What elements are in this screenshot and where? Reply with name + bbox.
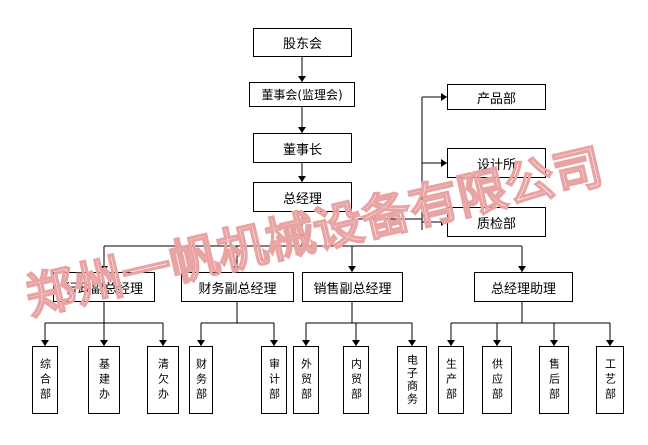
node-admin-vp: 行政副总经理 xyxy=(53,272,155,302)
node-process-dept: 工艺部 xyxy=(596,346,624,414)
node-construction-office: 基建办 xyxy=(88,346,120,414)
node-general-office: 综合部 xyxy=(32,346,58,414)
node-foreign-trade: 外贸部 xyxy=(293,346,319,414)
node-supply-dept: 供应部 xyxy=(482,346,512,414)
node-gm-assistant: 总经理助理 xyxy=(474,272,573,302)
node-label: 审计部 xyxy=(267,357,281,403)
node-label: 生产部 xyxy=(444,357,458,403)
node-finance-vp: 财务副总经理 xyxy=(181,272,294,302)
node-shareholders: 股东会 xyxy=(253,28,352,57)
node-label: 销售副总经理 xyxy=(313,281,392,297)
node-label: 供应部 xyxy=(490,357,504,403)
node-label: 设计所 xyxy=(476,157,516,173)
node-label: 总经理 xyxy=(282,191,322,207)
node-product-dept: 产品部 xyxy=(447,84,546,110)
node-e-commerce: 电子商务 xyxy=(397,346,427,414)
node-label: 综合部 xyxy=(38,357,52,403)
node-label: 行政副总经理 xyxy=(64,281,143,297)
node-domestic-trade: 内贸部 xyxy=(343,346,369,414)
node-label: 内贸部 xyxy=(349,357,363,403)
node-qc-dept: 质检部 xyxy=(447,207,546,237)
node-label: 董事长 xyxy=(282,142,322,158)
node-sales-vp: 销售副总经理 xyxy=(302,272,403,302)
node-after-sales: 售后部 xyxy=(539,346,569,414)
node-general-manager: 总经理 xyxy=(253,182,352,212)
node-label: 售后部 xyxy=(547,357,561,403)
node-label: 清欠办 xyxy=(156,357,170,403)
node-label: 产品部 xyxy=(476,91,516,107)
node-label: 电子商务 xyxy=(405,354,419,406)
node-design-institute: 设计所 xyxy=(447,148,546,178)
node-label: 外贸部 xyxy=(299,357,313,403)
node-label: 基建办 xyxy=(97,357,111,403)
node-label: 董事会(监理会) xyxy=(261,88,343,102)
node-chairman: 董事长 xyxy=(253,133,352,163)
node-finance-dept: 财务部 xyxy=(189,346,213,414)
node-label: 财务部 xyxy=(194,357,208,403)
node-label: 总经理助理 xyxy=(490,281,556,297)
node-label: 股东会 xyxy=(282,37,322,52)
node-label: 财务副总经理 xyxy=(198,281,277,297)
node-label: 质检部 xyxy=(476,216,516,232)
node-label: 工艺部 xyxy=(603,357,617,403)
node-audit-dept: 审计部 xyxy=(261,346,287,414)
node-production-dept: 生产部 xyxy=(438,346,464,414)
node-debt-office: 清欠办 xyxy=(147,346,179,414)
node-board-supervisory: 董事会(监理会) xyxy=(249,82,355,107)
